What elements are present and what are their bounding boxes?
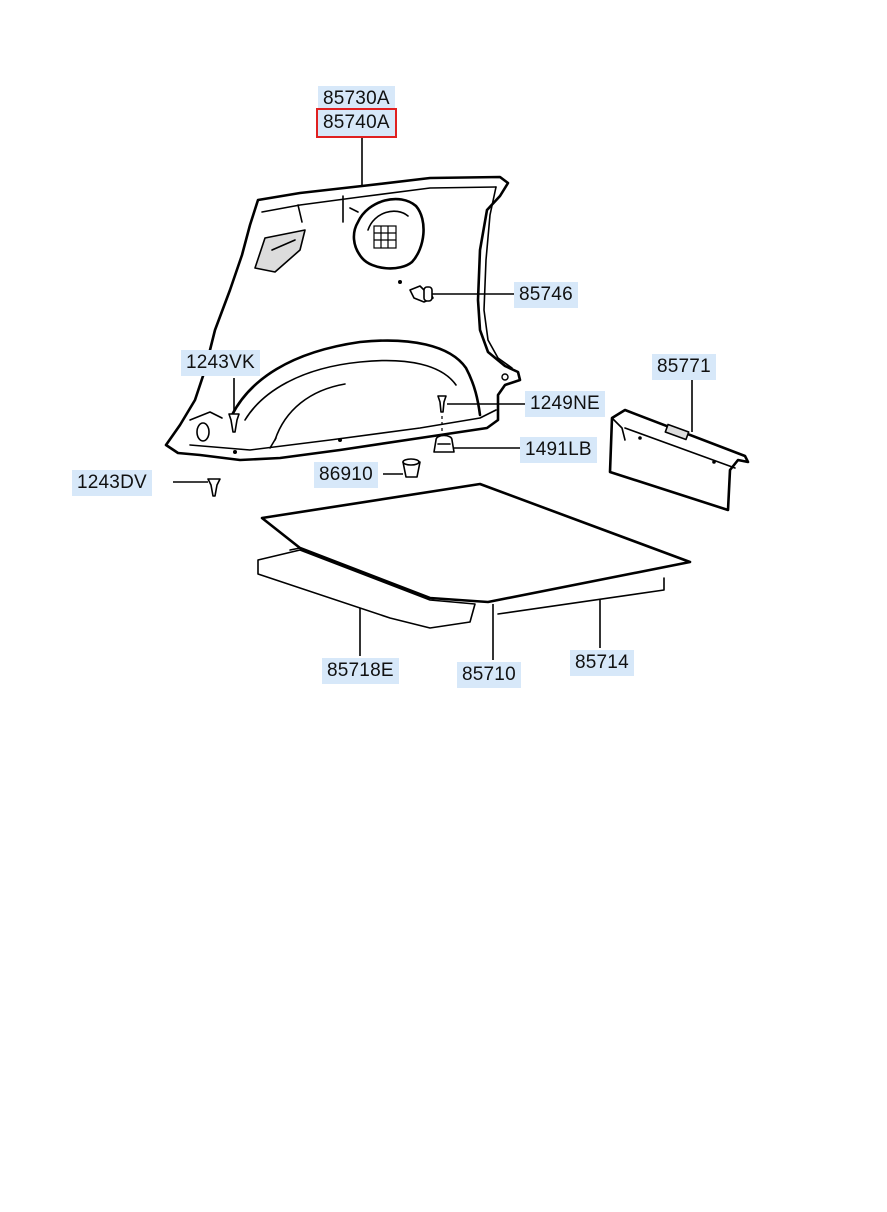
- board-85714: [497, 577, 665, 648]
- screw-1243VK: [228, 378, 240, 433]
- screw-1249NE: [437, 395, 526, 432]
- quarter-trim-panel: [164, 175, 522, 462]
- label-85740A[interactable]: 85740A: [316, 108, 397, 138]
- label-1243DV[interactable]: 1243DV: [72, 470, 152, 496]
- label-85710[interactable]: 85710: [457, 662, 521, 688]
- label-85771[interactable]: 85771: [652, 354, 716, 380]
- floor-mat-85710: [260, 482, 692, 660]
- clip-85746: [409, 285, 516, 303]
- speaker-grill-holes: [373, 225, 397, 249]
- label-85718E[interactable]: 85718E: [322, 658, 399, 684]
- label-85730A[interactable]: 85730A: [318, 86, 395, 112]
- label-1249NE[interactable]: 1249NE: [525, 391, 605, 417]
- label-85746[interactable]: 85746: [514, 282, 578, 308]
- label-86910[interactable]: 86910: [314, 462, 378, 488]
- screw-1243DV: [173, 478, 221, 497]
- label-1491LB[interactable]: 1491LB: [520, 437, 597, 463]
- plug-86910: [383, 458, 421, 478]
- label-1243VK[interactable]: 1243VK: [181, 350, 260, 376]
- label-85714[interactable]: 85714: [570, 650, 634, 676]
- mat-85718E: [257, 549, 476, 656]
- clip-1491LB: [433, 434, 520, 453]
- cover-85771: [608, 379, 750, 512]
